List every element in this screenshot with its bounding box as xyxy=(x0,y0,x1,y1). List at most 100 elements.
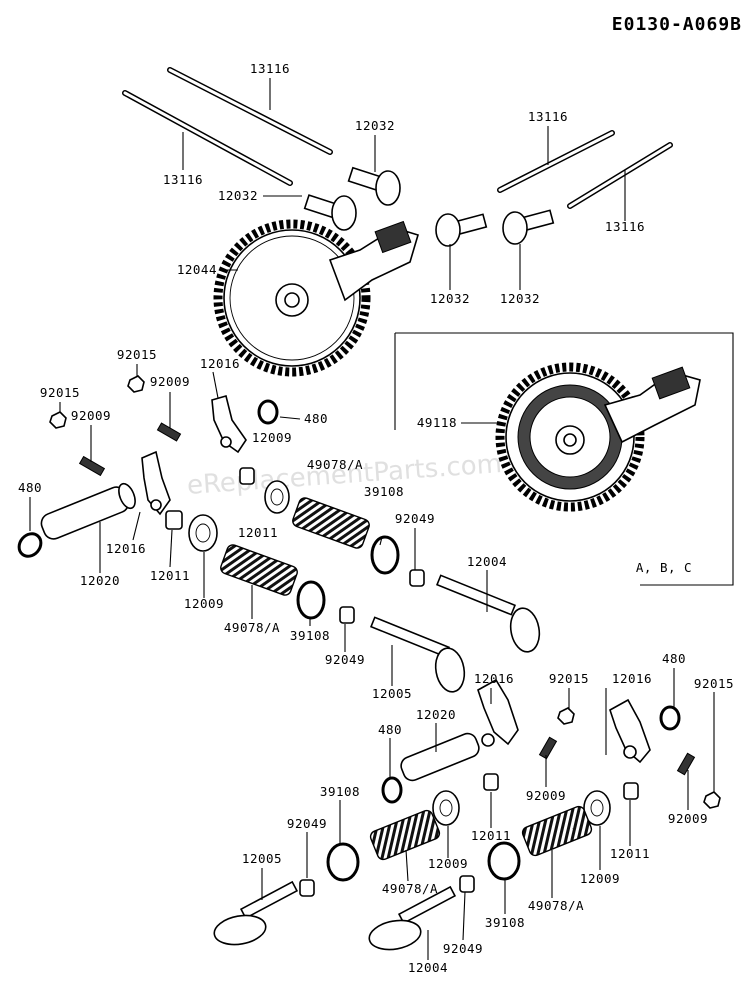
push-rod-13116-d xyxy=(567,142,673,209)
callout-49078: 49078/A xyxy=(307,457,363,472)
camshaft-assy-49118 xyxy=(495,362,701,512)
valve-12004-a xyxy=(435,574,541,653)
push-rod-13116-b xyxy=(122,90,293,186)
callout-92015: 92015 xyxy=(549,671,589,686)
callout-12009: 12009 xyxy=(428,856,468,871)
rocker-arm-12016-c xyxy=(477,678,519,747)
rocker-arm-12016-a xyxy=(211,395,247,454)
push-rod-13116-a xyxy=(167,67,333,155)
callout-12005: 12005 xyxy=(242,851,282,866)
callout-480: 480 xyxy=(378,722,402,737)
callout-13116: 13116 xyxy=(528,109,568,124)
callout-49078: 49078/A xyxy=(528,898,584,913)
camshaft-gear-12044 xyxy=(213,219,419,377)
callout-labels: 13116 13116 13116 13116 12032 12032 1203… xyxy=(18,61,734,975)
rocker-shaft-12020-b xyxy=(400,732,480,782)
collar-12011-a xyxy=(239,467,255,485)
seal-39108-d xyxy=(487,841,521,881)
callout-92015: 92015 xyxy=(117,347,157,362)
callout-39108: 39108 xyxy=(485,915,525,930)
valve-spring-49078-d xyxy=(521,805,593,857)
valve-guide-92049-c xyxy=(299,879,315,897)
callout-12004: 12004 xyxy=(467,554,507,569)
callout-12016: 12016 xyxy=(474,671,514,686)
seal-39108-b xyxy=(296,580,326,620)
callout-13116: 13116 xyxy=(250,61,290,76)
tappet-12032-b xyxy=(303,194,357,231)
callout-12004: 12004 xyxy=(408,960,448,975)
callout-12009: 12009 xyxy=(580,871,620,886)
tappet-12032-c xyxy=(435,213,488,247)
callout-480: 480 xyxy=(304,411,328,426)
callout-12009: 12009 xyxy=(184,596,224,611)
callout-13116: 13116 xyxy=(605,219,645,234)
callout-12011: 12011 xyxy=(238,525,278,540)
valve-spring-49078-c xyxy=(369,809,441,861)
tappet-12032-d xyxy=(502,209,555,245)
spring-retainer-12009-d xyxy=(583,790,611,826)
seal-39108-a xyxy=(370,535,400,575)
collar-12011-c xyxy=(483,773,499,791)
inset-note: A, B, C xyxy=(636,560,692,575)
nut-92015-left-outer xyxy=(49,411,67,429)
adjust-screw-92009-c xyxy=(538,736,558,760)
nut-92015-d xyxy=(703,791,721,809)
callout-39108: 39108 xyxy=(320,784,360,799)
callout-92009: 92009 xyxy=(668,811,708,826)
rocker-arm-12016-d xyxy=(609,698,651,764)
valve-guide-92049-b xyxy=(339,606,355,624)
inset-box: A, B, C xyxy=(394,332,734,586)
callout-13116: 13116 xyxy=(163,172,203,187)
rocker-arm-12016-b xyxy=(141,450,171,516)
callout-12044: 12044 xyxy=(177,262,217,277)
callout-12020: 12020 xyxy=(416,707,456,722)
push-rod-13116-c xyxy=(497,130,615,193)
tappet-12032-a xyxy=(347,166,401,206)
callout-480: 480 xyxy=(662,651,686,666)
callout-12011: 12011 xyxy=(150,568,190,583)
nut-92015-c xyxy=(557,707,575,725)
callout-12011: 12011 xyxy=(610,846,650,861)
callout-92049: 92049 xyxy=(325,652,365,667)
spring-retainer-12009-c xyxy=(432,790,460,826)
callout-12032: 12032 xyxy=(355,118,395,133)
callout-12032: 12032 xyxy=(430,291,470,306)
callout-92049: 92049 xyxy=(395,511,435,526)
valve-spring-49078-b xyxy=(220,544,298,596)
nut-92015-left xyxy=(127,375,145,393)
collar-12011-d xyxy=(623,782,639,800)
callout-49118: 49118 xyxy=(417,415,457,430)
seal-39108-c xyxy=(326,842,360,882)
valve-12005-a xyxy=(369,616,466,693)
callout-480: 480 xyxy=(18,480,42,495)
callout-49078: 49078/A xyxy=(382,881,438,896)
callout-12016: 12016 xyxy=(106,541,146,556)
callout-12009: 12009 xyxy=(252,430,292,445)
spring-retainer-12009-a xyxy=(264,480,290,514)
callout-12011: 12011 xyxy=(471,828,511,843)
adjust-screw-92009-d xyxy=(676,752,696,776)
collar-12011-b xyxy=(165,510,183,530)
lock-ring-480-d xyxy=(381,776,403,804)
valve-spring-49078-a xyxy=(292,497,370,549)
callout-12005: 12005 xyxy=(372,686,412,701)
valve-12004-b xyxy=(368,885,457,951)
callout-49078: 49078/A xyxy=(224,620,280,635)
valve-12005-b xyxy=(213,880,299,946)
callout-12016: 12016 xyxy=(612,671,652,686)
callout-39108: 39108 xyxy=(364,484,404,499)
callout-92009: 92009 xyxy=(71,408,111,423)
leader-lines xyxy=(29,78,715,960)
callout-12032: 12032 xyxy=(500,291,540,306)
callout-12032: 12032 xyxy=(218,188,258,203)
rocker-shaft-12020-a xyxy=(40,482,136,540)
valve-guide-92049-a xyxy=(409,569,425,587)
callout-92015: 92015 xyxy=(694,676,734,691)
callout-92009: 92009 xyxy=(526,788,566,803)
adjust-screw-92009-b xyxy=(78,455,106,477)
diagram-code: E0130-A069B xyxy=(612,14,742,35)
callout-92049: 92049 xyxy=(443,941,483,956)
adjust-screw-92009-a xyxy=(156,422,182,442)
valve-guide-92049-d xyxy=(459,875,475,893)
